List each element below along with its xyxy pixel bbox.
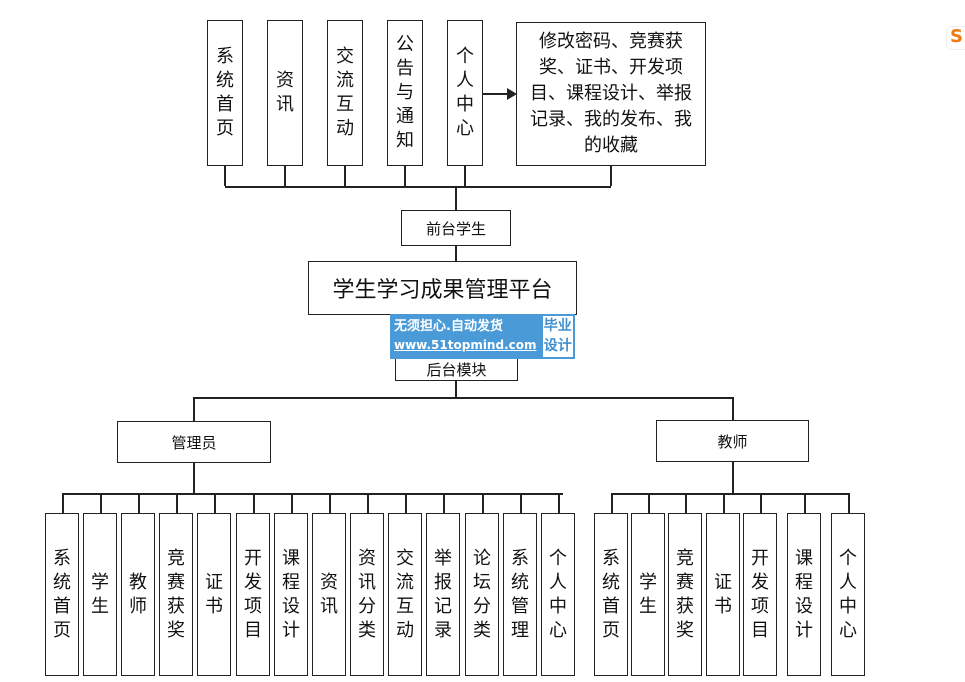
connector-line: [224, 166, 226, 186]
connector-line: [62, 493, 64, 513]
watermark-line1: 无须担心.自动发货: [394, 319, 503, 334]
connector-line: [367, 493, 369, 513]
connector-line: [62, 493, 563, 495]
admin-module-node: 个人中心: [541, 513, 575, 676]
front-node: 个人中心: [447, 20, 483, 166]
connector-line: [193, 397, 195, 421]
front-node: 系统首页: [207, 20, 243, 166]
connector-line: [225, 186, 611, 188]
connector-line: [482, 493, 484, 513]
connector-line: [732, 462, 734, 493]
connector-line: [685, 493, 687, 513]
admin-module-node: 交流互动: [388, 513, 422, 676]
admin-module-node: 课程设计: [274, 513, 308, 676]
connector-line: [404, 166, 406, 186]
front-student-node: 前台学生: [401, 210, 511, 246]
teacher-module-node: 证书: [706, 513, 740, 676]
admin-module-node: 开发项目: [236, 513, 270, 676]
connector-line: [405, 493, 407, 513]
teacher-module-node: 竞赛获奖: [668, 513, 702, 676]
connector-line: [455, 381, 457, 397]
front-node: 资讯: [267, 20, 303, 166]
connector-line: [284, 166, 286, 186]
connector-line: [214, 493, 216, 513]
teacher-module-node: 课程设计: [787, 513, 821, 676]
admin-module-node: 举报记录: [426, 513, 460, 676]
front-node: 公告与通知: [387, 20, 423, 166]
admin-node: 管理员: [117, 421, 271, 463]
connector-line: [804, 493, 806, 513]
connector-line: [329, 493, 331, 513]
teacher-module-node: 学生: [631, 513, 665, 676]
connector-line: [723, 493, 725, 513]
connector-line: [611, 493, 849, 495]
teacher-module-node: 系统首页: [594, 513, 628, 676]
admin-module-node: 竞赛获奖: [159, 513, 193, 676]
teacher-module-node: 开发项目: [743, 513, 777, 676]
admin-module-node: 系统首页: [45, 513, 79, 676]
logo-icon: S: [946, 26, 965, 50]
connector-line: [100, 493, 102, 513]
personal-center-detail-node: 修改密码、竞赛获奖、证书、开发项目、课程设计、举报记录、我的发布、我的收藏: [516, 22, 706, 166]
teacher-module-node: 个人中心: [831, 513, 865, 676]
teacher-node: 教师: [656, 420, 809, 462]
connector-line: [193, 463, 195, 493]
connector-line: [558, 493, 560, 513]
connector-line: [848, 493, 850, 513]
admin-module-node: 学生: [83, 513, 117, 676]
admin-module-node: 资讯分类: [350, 513, 384, 676]
admin-module-node: 资讯: [312, 513, 346, 676]
watermark-url: www.51topmind.com: [394, 338, 537, 352]
connector-line: [193, 397, 733, 399]
admin-module-node: 教师: [121, 513, 155, 676]
connector-line: [732, 397, 734, 420]
connector-line: [291, 493, 293, 513]
connector-line: [344, 166, 346, 186]
connector-line: [455, 246, 457, 261]
front-node: 交流互动: [327, 20, 363, 166]
watermark-badge: 毕业设计: [542, 316, 573, 357]
admin-module-node: 证书: [197, 513, 231, 676]
connector-line: [138, 493, 140, 513]
admin-module-node: 系统管理: [503, 513, 537, 676]
connector-line: [455, 186, 457, 210]
arrow-head-icon: [507, 88, 517, 100]
connector-line: [176, 493, 178, 513]
admin-module-node: 论坛分类: [465, 513, 499, 676]
connector-line: [520, 493, 522, 513]
connector-line: [483, 93, 509, 95]
connector-line: [443, 493, 445, 513]
platform-node: 学生学习成果管理平台: [308, 261, 577, 315]
connector-line: [760, 493, 762, 513]
connector-line: [253, 493, 255, 513]
watermark: 无须担心.自动发货 www.51topmind.com 毕业设计: [390, 314, 575, 359]
connector-line: [610, 166, 612, 186]
connector-line: [464, 166, 466, 186]
connector-line: [648, 493, 650, 513]
connector-line: [611, 493, 613, 513]
